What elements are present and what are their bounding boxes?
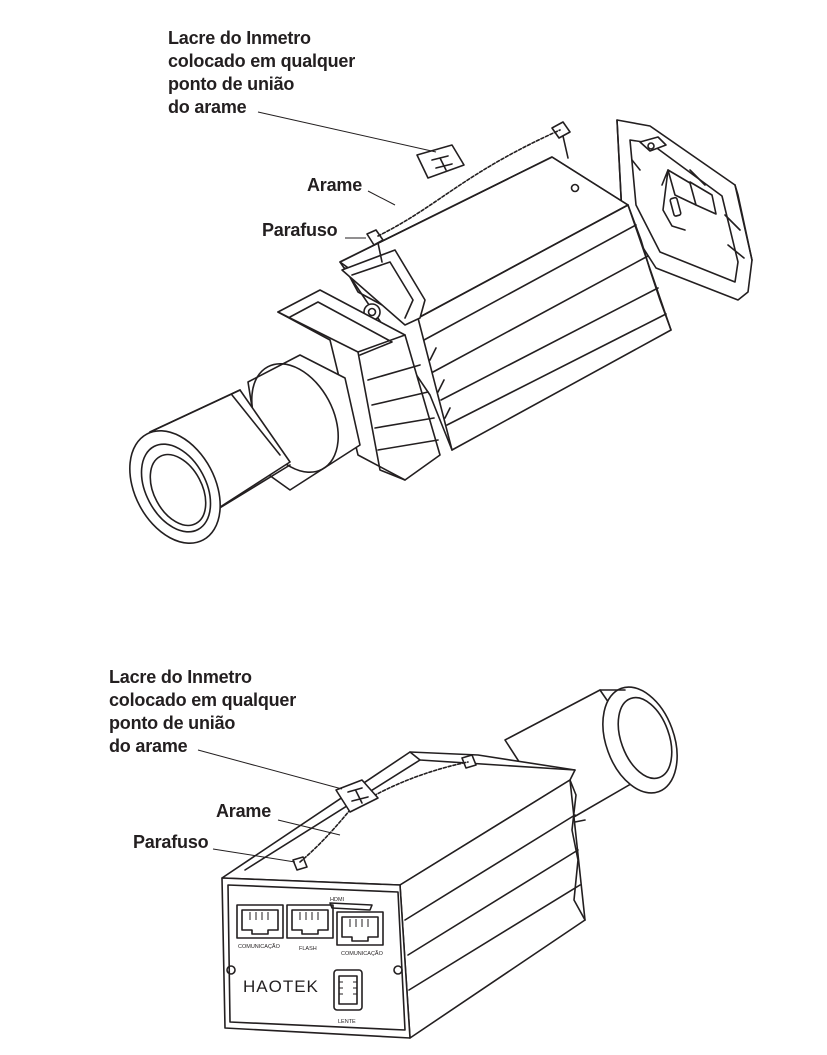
top-screw [366,229,384,263]
top-wire-leader [367,190,396,206]
front-panel-screw-right [393,965,403,975]
top-seal-label: Lacre do Inmetro colocado em qualquer po… [168,27,355,119]
comm-left-port [236,904,284,939]
bottom-seal-label-line-4: do arame [109,736,188,756]
hdmi-port [329,902,373,911]
bottom-wire-label: Arame [216,801,272,821]
top-lens [129,354,361,545]
flash-label: FLASH [299,946,317,952]
hdmi-label: HDMI [330,897,345,903]
lens-port [333,969,363,1011]
flash-port [286,904,334,939]
top-wire [377,129,561,237]
top-back-cover [616,119,753,301]
top-inmetro-seal [416,144,465,179]
top-front-bezel [277,289,441,481]
top-wire-label: Arame [307,175,363,195]
top-seal-leader [257,111,437,153]
bottom-inmetro-seal [335,779,379,813]
bottom-camera: HDMI COMUNICAÇÃO FLASH COMUNICAÇÃO LENTE… [197,686,678,1039]
bottom-seal-label-line-3: ponto de união [109,713,236,733]
top-seal-label-line-2: colocado em qualquer [168,51,356,71]
bottom-screw-leader [212,848,296,863]
top-camera [129,111,753,545]
bottom-wire-leader [277,819,341,836]
top-seal-label-line-3: ponto de união [168,74,295,94]
bottom-screw [292,856,308,871]
bottom-screw-back [461,754,477,769]
top-camera-body [339,156,672,451]
brand-logo: HAOTEK [243,977,319,996]
top-seal-label-line-4: do arame [168,97,247,117]
comm-right-port [336,911,384,946]
top-seal-label-line-1: Lacre do Inmetro [168,28,311,48]
bottom-front-panel: HDMI COMUNICAÇÃO FLASH COMUNICAÇÃO LENTE… [221,877,411,1039]
bottom-screw-label: Parafuso [133,832,209,852]
bottom-seal-label: Lacre do Inmetro colocado em qualquer po… [109,666,296,758]
bottom-seal-label-line-1: Lacre do Inmetro [109,667,252,687]
front-panel-screw-left [226,965,236,975]
top-screw-back [551,121,571,159]
lens-label: LENTE [338,1019,356,1025]
bottom-seal-leader [197,749,343,790]
bottom-seal-label-line-2: colocado em qualquer [109,690,297,710]
comm-right-label: COMUNICAÇÃO [341,950,384,957]
top-screw-label: Parafuso [262,220,338,240]
bottom-camera-body [221,751,586,1039]
comm-left-label: COMUNICAÇÃO [238,943,281,950]
